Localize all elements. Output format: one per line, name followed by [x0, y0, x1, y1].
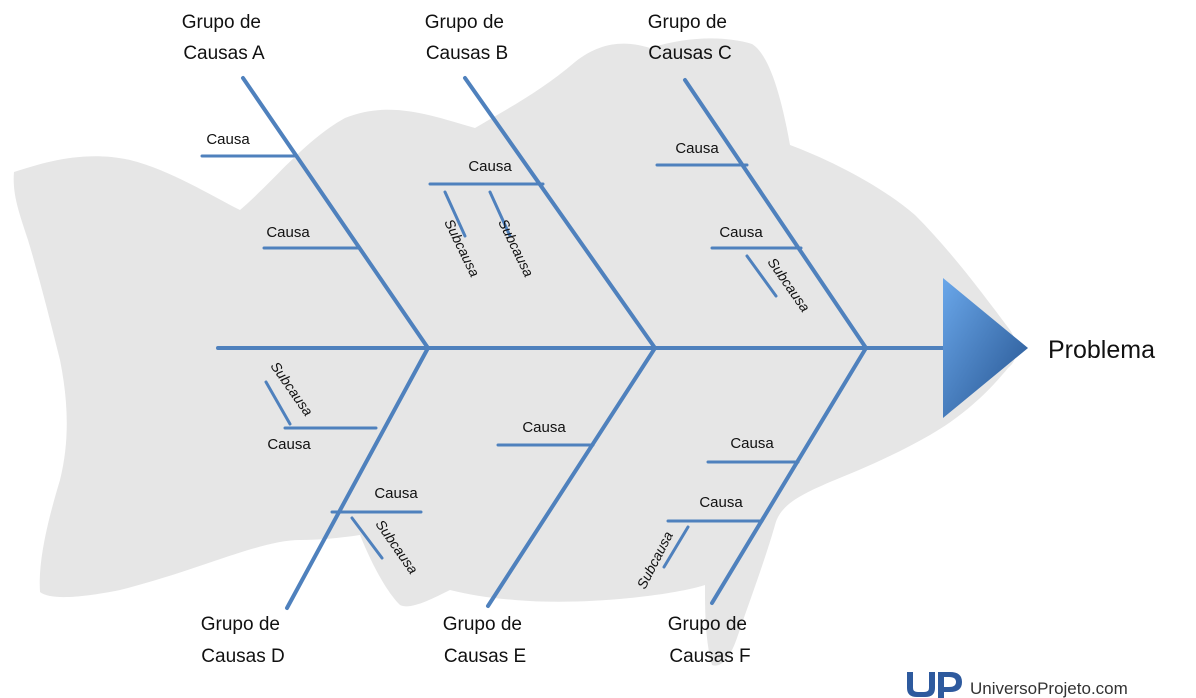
- group-label-f: Grupo de Causas F: [668, 614, 753, 667]
- cause-label-d2: Causa: [374, 485, 418, 502]
- group-label-c: Grupo de Causas C: [648, 12, 733, 64]
- cause-label-b1: Causa: [468, 158, 512, 175]
- bone-group-c: [683, 78, 868, 350]
- cause-label-d1: Causa: [267, 436, 311, 453]
- cause-label-a2: Causa: [266, 224, 310, 241]
- group-label-e: Grupo de Causas E: [443, 614, 528, 667]
- group-label-d: Grupo de Causas D: [201, 614, 286, 667]
- subcause-line-b2: [488, 190, 512, 238]
- cause-label-f1: Causa: [730, 435, 774, 452]
- problem-arrow-head: [943, 278, 1028, 418]
- group-label-a: Grupo de Causas A: [182, 12, 267, 64]
- subcause-line-b1: [443, 190, 467, 238]
- bone-group-d: [285, 346, 430, 610]
- cause-label-a1: Causa: [206, 131, 250, 148]
- brand-name: UniversoProjeto.com: [970, 679, 1128, 698]
- subcause-line-c1: [745, 254, 778, 298]
- cause-label-c2: Causa: [719, 224, 763, 241]
- bone-group-b: [463, 76, 657, 350]
- subcause-line-d1: [264, 380, 292, 426]
- universoprojeto-logo: [907, 672, 962, 698]
- problem-label: Problema: [1048, 336, 1155, 364]
- cause-label-f2: Causa: [699, 494, 743, 511]
- bone-group-e: [486, 346, 657, 608]
- cause-label-e1: Causa: [522, 419, 566, 436]
- cause-label-c1: Causa: [675, 140, 719, 157]
- bone-group-a: [241, 76, 430, 350]
- fish-silhouette: [13, 38, 1017, 666]
- group-label-b: Grupo de Causas B: [425, 12, 510, 64]
- bone-group-f: [710, 346, 868, 605]
- subcause-line-d2: [350, 516, 384, 560]
- subcause-line-f1: [662, 525, 690, 569]
